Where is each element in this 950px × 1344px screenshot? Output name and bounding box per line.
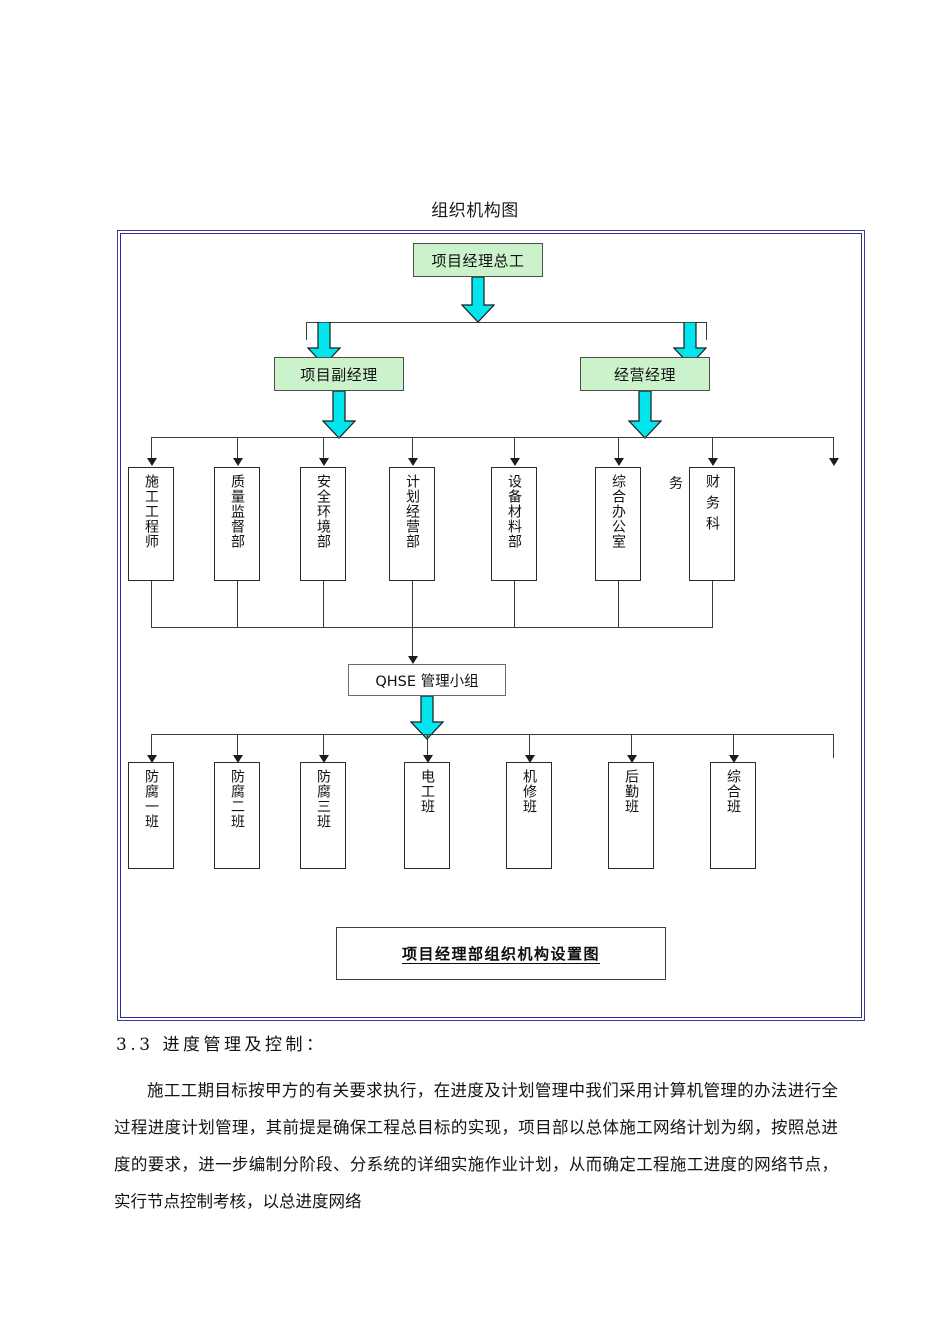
node-equipment-materials-label: 设备材料部 [506, 474, 522, 549]
connector-drop-dept-5 [514, 437, 515, 461]
node-general-team-label: 综合班 [725, 769, 741, 814]
connector-drop-dept-3 [323, 437, 324, 461]
connector-drop-dept-4 [412, 437, 413, 461]
node-electrician-team[interactable]: 电工班 [404, 762, 450, 869]
block-arrow-to-operations-manager [673, 322, 707, 366]
node-anticorrosion-team-1-label: 防腐一班 [143, 769, 159, 829]
figure-title: 组织机构图 [431, 201, 519, 221]
arrowhead-crew-5 [525, 755, 535, 763]
connector-drop-crew-7 [733, 734, 734, 758]
org-chart-canvas: 项目经理总工 项目副经理 经营经理 [121, 234, 863, 1019]
chart-caption-text: 项目经理部组织机构设置图 [401, 945, 600, 963]
node-logistics-team-label: 后勤班 [623, 769, 639, 814]
connector-drop-dept-7 [712, 437, 713, 461]
block-arrow-operations-manager-down [628, 391, 662, 439]
connector-drop-crew-2 [237, 734, 238, 758]
node-construction-engineer-label: 施工工程师 [143, 474, 159, 549]
arrowhead-bus-right-end [829, 458, 839, 466]
org-chart-frame: 项目经理总工 项目副经理 经营经理 [117, 230, 865, 1021]
connector-drop-right-level2 [706, 322, 707, 340]
connector-crew-bus-right-end [833, 734, 834, 758]
connector-bus-departments [151, 437, 833, 438]
connector-riser-dept-5 [514, 581, 515, 627]
orphan-glyph: 务 [669, 476, 683, 492]
node-finance-section[interactable]: 财务科 [689, 467, 735, 581]
connector-drop-crew-6 [631, 734, 632, 758]
connector-riser-dept-1 [151, 581, 152, 627]
connector-drop-left-level2 [306, 322, 307, 340]
node-quality-supervision-label: 质量监督部 [229, 474, 245, 549]
connector-drop-crew-4 [427, 734, 428, 758]
node-safety-environment[interactable]: 安全环境部 [300, 467, 346, 581]
connector-riser-dept-6 [618, 581, 619, 627]
node-planning-operations[interactable]: 计划经营部 [389, 467, 435, 581]
arrowhead-crew-1 [147, 755, 157, 763]
node-safety-environment-label: 安全环境部 [315, 474, 331, 549]
node-qhse-group-label: QHSE 管理小组 [375, 673, 479, 690]
arrowhead-dept-3 [319, 458, 329, 466]
node-quality-supervision[interactable]: 质量监督部 [214, 467, 260, 581]
node-anticorrosion-team-1[interactable]: 防腐一班 [128, 762, 174, 869]
arrowhead-dept-4 [408, 458, 418, 466]
node-equipment-materials[interactable]: 设备材料部 [491, 467, 537, 581]
arrowhead-qhse [408, 656, 418, 664]
connector-drop-crew-5 [529, 734, 530, 758]
node-general-office-label: 综合办公室 [610, 474, 626, 549]
connector-bus-level2 [306, 322, 706, 323]
connector-drop-dept-6 [618, 437, 619, 461]
node-anticorrosion-team-2-label: 防腐二班 [229, 769, 245, 829]
connector-drop-crew-1 [151, 734, 152, 758]
arrowhead-crew-2 [233, 755, 243, 763]
connector-drop-bus-right-end [833, 437, 834, 461]
node-planning-operations-label: 计划经营部 [404, 474, 420, 549]
node-general-office[interactable]: 综合办公室 [595, 467, 641, 581]
section-paragraph: 施工工期目标按甲方的有关要求执行，在进度及计划管理中我们采用计算机管理的办法进行… [114, 1072, 838, 1220]
arrowhead-crew-4 [423, 755, 433, 763]
arrowhead-dept-2 [233, 458, 243, 466]
node-chief[interactable]: 项目经理总工 [413, 243, 543, 277]
block-arrow-deputy-manager-down [322, 391, 356, 439]
connector-bus-crews [151, 734, 833, 735]
arrowhead-dept-1 [147, 458, 157, 466]
node-deputy-manager[interactable]: 项目副经理 [274, 357, 404, 391]
section-heading: 3.3 进度管理及控制： [116, 1035, 327, 1055]
connector-riser-dept-2 [237, 581, 238, 627]
connector-drop-dept-1 [151, 437, 152, 461]
section-paragraph-text: 施工工期目标按甲方的有关要求执行，在进度及计划管理中我们采用计算机管理的办法进行… [114, 1081, 838, 1211]
arrowhead-dept-7 [708, 458, 718, 466]
block-arrow-to-deputy-manager [307, 322, 341, 366]
node-finance-section-label: 财务科 [704, 474, 720, 537]
connector-riser-dept-4 [412, 581, 413, 627]
arrowhead-crew-6 [627, 755, 637, 763]
node-general-team[interactable]: 综合班 [710, 762, 756, 869]
node-operations-manager-label: 经营经理 [613, 365, 676, 384]
node-machine-repair-team-label: 机修班 [521, 769, 537, 814]
connector-drop-to-qhse [412, 627, 413, 660]
node-deputy-manager-label: 项目副经理 [300, 365, 378, 384]
node-operations-manager[interactable]: 经营经理 [580, 357, 710, 391]
arrowhead-dept-6 [614, 458, 624, 466]
block-arrow-qhse-down [410, 696, 444, 740]
node-anticorrosion-team-2[interactable]: 防腐二班 [214, 762, 260, 869]
connector-drop-crew-3 [323, 734, 324, 758]
arrowhead-crew-3 [319, 755, 329, 763]
arrowhead-crew-7 [729, 755, 739, 763]
node-chief-label: 项目经理总工 [431, 251, 525, 270]
arrowhead-dept-5 [510, 458, 520, 466]
node-logistics-team[interactable]: 后勤班 [608, 762, 654, 869]
node-construction-engineer[interactable]: 施工工程师 [128, 467, 174, 581]
chart-caption-box: 项目经理部组织机构设置图 [336, 927, 666, 980]
node-electrician-team-label: 电工班 [419, 769, 435, 814]
node-anticorrosion-team-3-label: 防腐三班 [315, 769, 331, 829]
connector-drop-dept-2 [237, 437, 238, 461]
node-machine-repair-team[interactable]: 机修班 [506, 762, 552, 869]
node-qhse-group[interactable]: QHSE 管理小组 [348, 664, 506, 696]
block-arrow-chief-down [461, 277, 495, 323]
connector-riser-dept-3 [323, 581, 324, 627]
connector-bus-qhse-collect [151, 627, 713, 628]
node-anticorrosion-team-3[interactable]: 防腐三班 [300, 762, 346, 869]
connector-riser-dept-7 [712, 581, 713, 627]
